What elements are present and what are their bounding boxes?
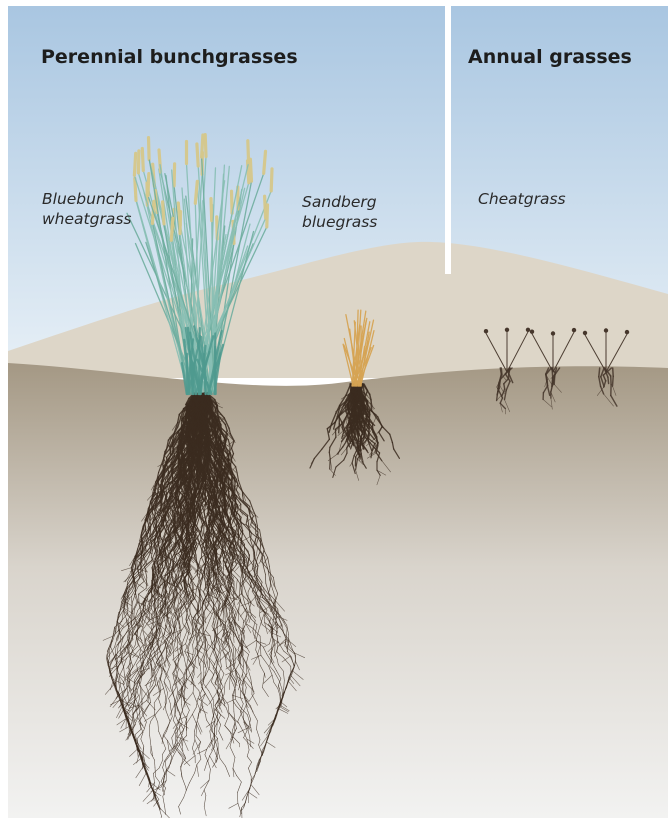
species-label-line: wheatgrass: [42, 209, 131, 229]
landscape-scene: [8, 6, 668, 818]
species-label-bluebunch-wheatgrass: Bluebunch wheatgrass: [42, 189, 131, 229]
species-label-line: Cheatgrass: [478, 189, 566, 209]
panel-divider: [445, 6, 451, 274]
soil-profile: [8, 363, 668, 818]
annual-panel-title: Annual grasses: [468, 46, 632, 68]
species-label-cheatgrass: Cheatgrass: [478, 189, 566, 209]
species-label-line: Bluebunch: [42, 189, 131, 209]
species-label-sandberg-bluegrass: Sandberg bluegrass: [302, 192, 377, 232]
root-depth-illustration: Perennial bunchgrasses Annual grasses Bl…: [8, 6, 668, 818]
species-label-line: bluegrass: [302, 212, 377, 232]
perennial-panel-title: Perennial bunchgrasses: [41, 46, 298, 68]
species-label-line: Sandberg: [302, 192, 377, 212]
